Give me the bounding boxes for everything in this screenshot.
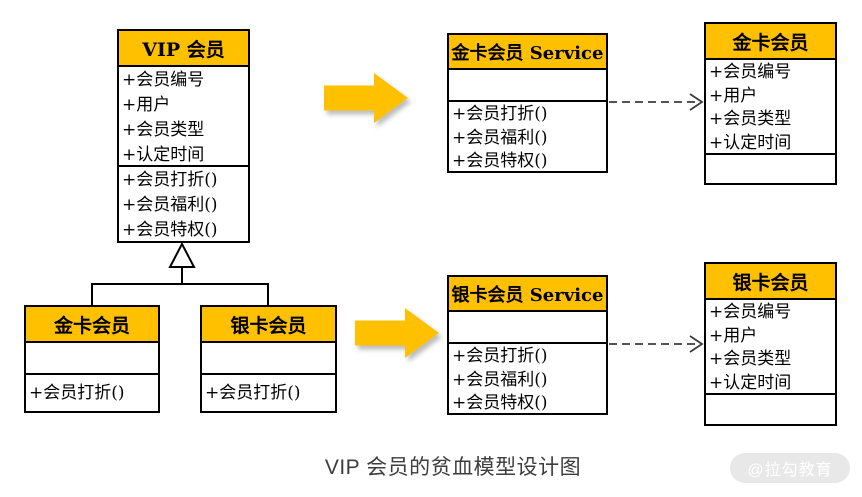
- watermark-badge: @拉勾教育: [730, 453, 850, 483]
- diagram-caption: VIP 会员的贫血模型设计图: [324, 456, 582, 479]
- method-row: +会员打折(): [452, 346, 548, 366]
- class-attributes-section: +会员编号 +用户 +会员类型 +认定时间: [706, 300, 835, 395]
- class-attributes-section: +会员编号 +用户 +会员类型 +认定时间: [119, 67, 248, 167]
- class-box-silver-card-subclass: 银卡会员 +会员打折(): [200, 305, 337, 413]
- class-box-silver-card-service: 银卡会员 Service +会员打折() +会员福利() +会员特权(): [447, 275, 608, 415]
- attribute-row: +认定时间: [709, 132, 792, 153]
- class-box-gold-card-subclass: 金卡会员 +会员打折(): [24, 305, 160, 413]
- class-attributes-section-empty: [26, 343, 158, 375]
- class-title: 金卡会员: [706, 24, 835, 60]
- class-title: 银卡会员 Service: [449, 277, 606, 312]
- attribute-row: +会员编号: [709, 62, 792, 82]
- class-box-silver-card-entity: 银卡会员 +会员编号 +用户 +会员类型 +认定时间: [704, 262, 837, 426]
- class-title: 金卡会员 Service: [449, 35, 606, 70]
- block-arrow-right-bottom-icon: [355, 308, 439, 358]
- method-row: +会员打折(): [122, 170, 218, 190]
- class-title: VIP 会员: [119, 31, 248, 67]
- attribute-row: +会员编号: [122, 70, 205, 90]
- class-methods-section: +会员打折(): [202, 375, 335, 411]
- method-row: +会员打折(): [205, 383, 301, 403]
- class-attributes-section: +会员编号 +用户 +会员类型 +认定时间: [706, 60, 835, 155]
- method-row: +会员福利(): [122, 195, 218, 215]
- attribute-row: +用户: [709, 85, 758, 106]
- class-box-gold-card-service: 金卡会员 Service +会员打折() +会员福利() +会员特权(): [447, 33, 608, 173]
- class-methods-section: +会员打折(): [26, 375, 158, 411]
- class-methods-section: +会员打折() +会员福利() +会员特权(): [119, 167, 248, 241]
- class-box-vip-member: VIP 会员 +会员编号 +用户 +会员类型 +认定时间 +会员打折() +会员…: [117, 29, 250, 243]
- class-attributes-section-empty: [449, 312, 606, 344]
- attribute-row: +认定时间: [709, 372, 792, 393]
- class-attributes-section-empty: [449, 70, 606, 102]
- method-row: +会员打折(): [29, 383, 125, 403]
- method-row: +会员打折(): [452, 104, 548, 124]
- attribute-row: +用户: [709, 325, 758, 346]
- dashed-dependency-arrow-bottom: [609, 335, 704, 353]
- dashed-dependency-arrow-top: [609, 93, 704, 111]
- inheritance-triangle-icon: [168, 241, 196, 268]
- attribute-row: +用户: [122, 95, 171, 115]
- class-title: 银卡会员: [202, 307, 335, 343]
- class-title: 银卡会员: [706, 264, 835, 300]
- attribute-row: +会员类型: [709, 349, 792, 369]
- method-row: +会员特权(): [122, 220, 218, 240]
- method-row: +会员福利(): [452, 369, 548, 390]
- class-title: 金卡会员: [26, 307, 158, 343]
- method-row: +会员特权(): [452, 393, 548, 413]
- class-methods-section: +会员打折() +会员福利() +会员特权(): [449, 102, 606, 171]
- class-methods-section-empty: [706, 155, 835, 183]
- inheritance-connector: [91, 241, 269, 305]
- attribute-row: +会员类型: [709, 109, 792, 129]
- method-row: +会员特权(): [452, 151, 548, 171]
- class-attributes-section-empty: [202, 343, 335, 375]
- block-arrow-right-top-icon: [324, 73, 408, 123]
- class-methods-section-empty: [706, 395, 835, 424]
- attribute-row: +会员类型: [122, 120, 205, 140]
- method-row: +会员福利(): [452, 127, 548, 148]
- attribute-row: +认定时间: [122, 145, 205, 165]
- class-box-gold-card-entity: 金卡会员 +会员编号 +用户 +会员类型 +认定时间: [704, 22, 837, 185]
- class-methods-section: +会员打折() +会员福利() +会员特权(): [449, 344, 606, 413]
- attribute-row: +会员编号: [709, 302, 792, 322]
